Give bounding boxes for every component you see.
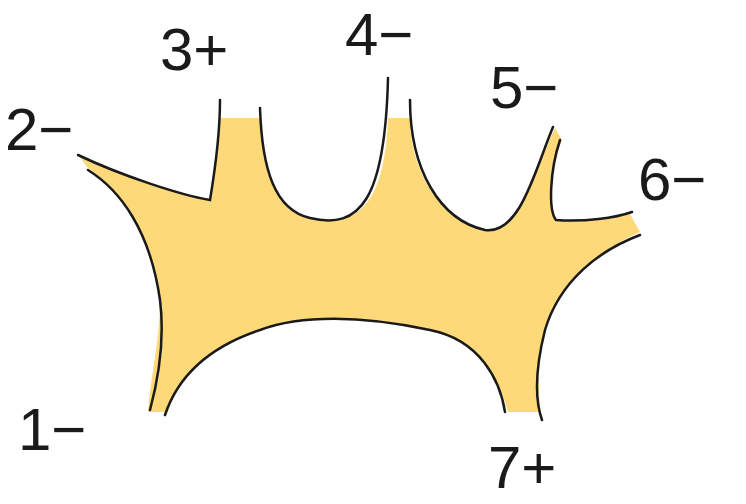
leg-label: 1− <box>18 400 86 460</box>
outline-edge <box>537 235 640 420</box>
outline-edge <box>165 319 505 415</box>
leg-label: 4− <box>345 5 413 65</box>
leg-label: 2− <box>5 100 73 160</box>
leg-label: 5− <box>490 58 558 118</box>
outline-edge <box>88 170 162 410</box>
outline-edge <box>551 140 632 221</box>
leg-label: 3+ <box>160 20 228 80</box>
outline-edge <box>410 100 553 230</box>
outline-edge <box>260 78 388 220</box>
blob-outline <box>78 78 640 420</box>
leg-label: 6− <box>638 150 706 210</box>
outline-edge <box>78 100 220 200</box>
leg-label: 7+ <box>488 438 556 498</box>
blob-fill <box>78 118 640 412</box>
